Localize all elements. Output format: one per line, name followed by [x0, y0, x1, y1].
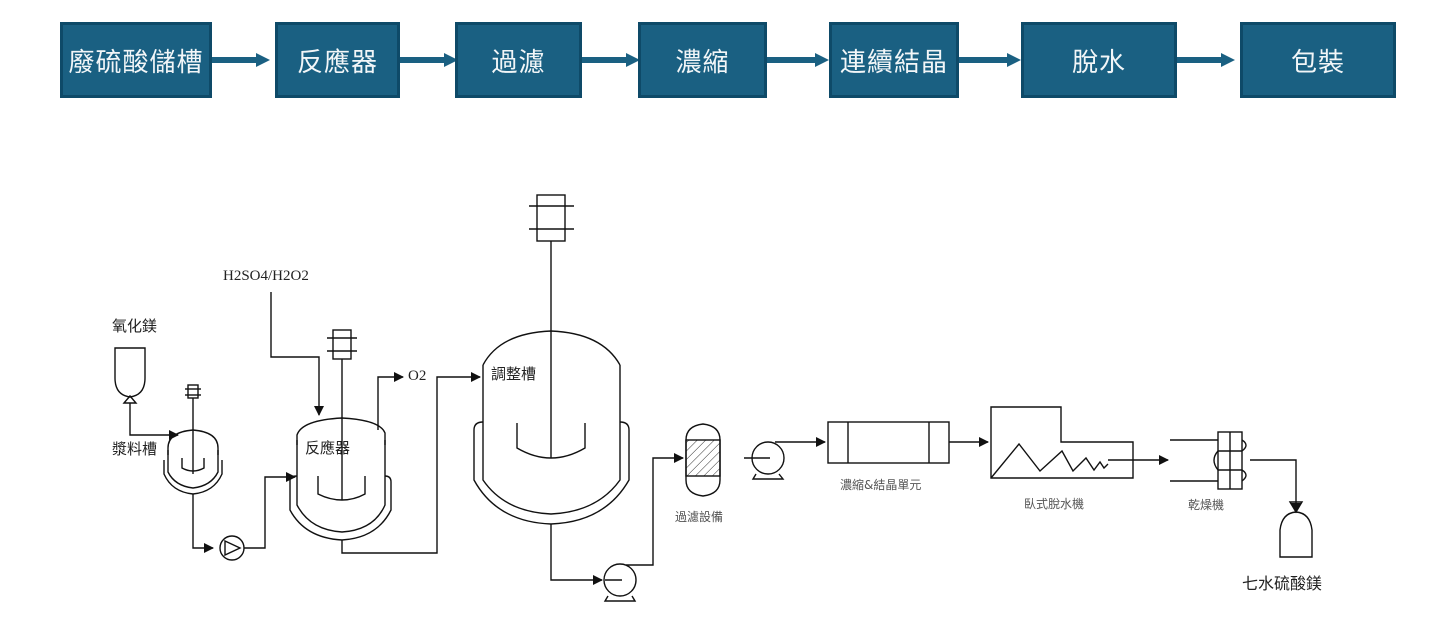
valve-icon — [122, 394, 138, 404]
flow-step-crystallization: 連續結晶 — [829, 22, 959, 98]
flow-step-waste-acid-tank: 廢硫酸儲槽 — [60, 22, 212, 98]
flow-step-label: 脫水 — [1071, 47, 1126, 78]
mgo-label: 氧化鎂 — [112, 317, 158, 335]
impeller-icon — [181, 458, 205, 472]
dewater-label: 臥式脫水機 — [1024, 497, 1085, 511]
agitator-motor-icon — [332, 329, 352, 360]
flow-step-concentration: 濃縮 — [638, 22, 767, 98]
horizontal-dewatering-machine — [990, 406, 1134, 479]
reactor-label: 反應器 — [305, 439, 351, 457]
mgo-hopper — [114, 347, 146, 404]
agitator-motor-icon — [536, 194, 566, 242]
impeller-icon — [516, 423, 586, 459]
acid-feed-line — [270, 292, 324, 416]
flow-arrow — [767, 53, 829, 67]
flow-arrow — [400, 53, 458, 67]
product-container — [1279, 501, 1313, 558]
concentration-crystallization-unit — [827, 421, 950, 464]
slurry-tank — [163, 384, 223, 495]
conc-unit-label: 濃縮&結晶單元 — [840, 478, 922, 492]
flow-step-label: 過濾 — [491, 47, 546, 78]
centrifugal-pump-icon — [744, 441, 785, 480]
dryer — [1170, 431, 1247, 490]
flow-step-packaging: 包裝 — [1240, 22, 1396, 98]
dryer-label: 乾燥機 — [1188, 498, 1225, 512]
slurry-tank-label: 漿料槽 — [112, 440, 158, 458]
reactor-vessel — [289, 329, 392, 541]
flow-step-reactor: 反應器 — [275, 22, 400, 98]
flow-step-filtration: 過濾 — [455, 22, 582, 98]
agitator-motor-icon — [187, 384, 199, 399]
centrifugal-pump-icon — [219, 535, 245, 561]
flow-step-label: 濃縮 — [675, 47, 730, 78]
flow-arrow — [582, 53, 640, 67]
flow-step-label: 包裝 — [1290, 47, 1345, 78]
filter-label: 過濾設備 — [675, 510, 724, 524]
block-flow-diagram: 廢硫酸儲槽 反應器 過濾 濃縮 連續結晶 脫水 包裝 — [0, 0, 1440, 120]
flow-step-label: 連續結晶 — [839, 47, 948, 78]
adjustment-tank — [473, 194, 630, 525]
o2-label: O2 — [408, 368, 427, 384]
flow-arrow — [1177, 53, 1235, 67]
acid-feed-label: H2SO4/H2O2 — [223, 268, 309, 284]
flow-step-label: 反應器 — [296, 47, 378, 78]
flow-step-label: 廢硫酸儲槽 — [68, 47, 204, 78]
flow-step-dewatering: 脫水 — [1021, 22, 1177, 98]
mgo-feed-line — [129, 403, 179, 440]
centrifugal-pump-icon — [603, 563, 637, 602]
product-label: 七水硫酸鎂 — [1242, 574, 1323, 593]
adjust-tank-label: 調整槽 — [491, 365, 537, 383]
impeller-icon — [317, 476, 366, 501]
o2-vent-line — [377, 372, 404, 430]
filter-vessel — [685, 423, 721, 497]
flow-arrow — [212, 53, 270, 67]
flow-arrow — [959, 53, 1021, 67]
